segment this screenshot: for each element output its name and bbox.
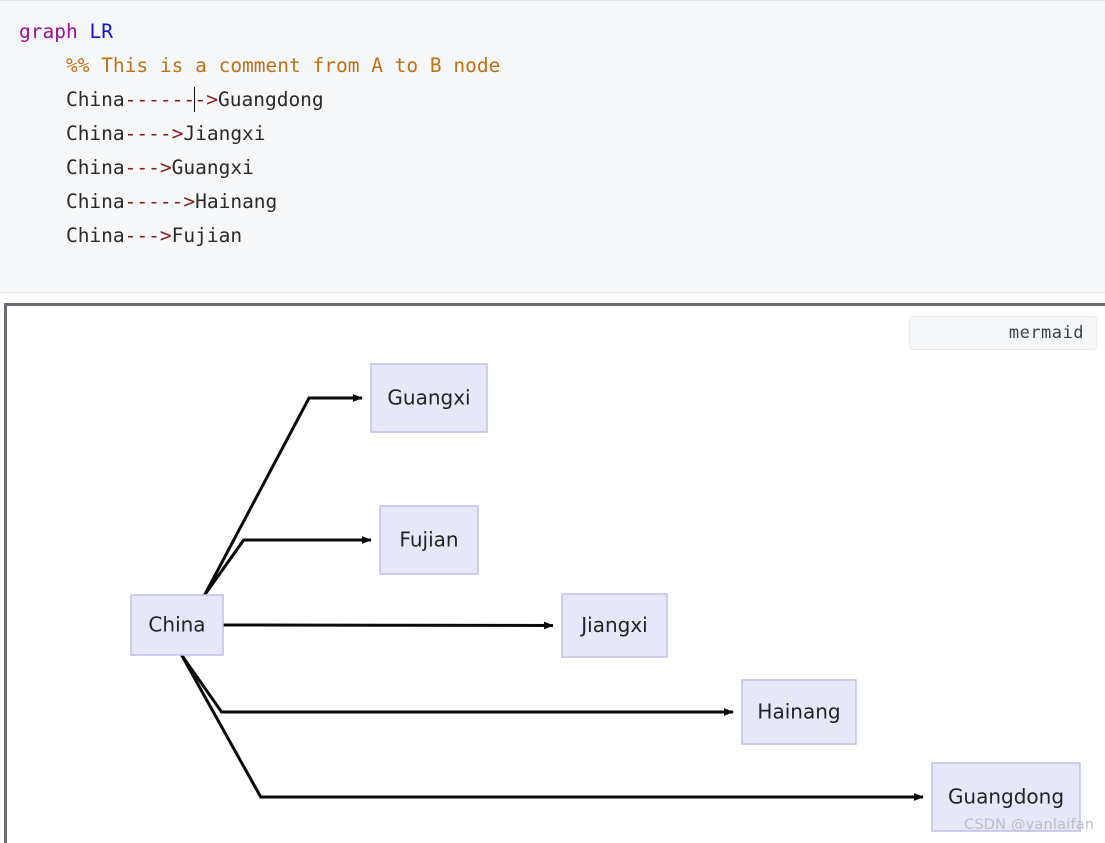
edges-group xyxy=(180,394,924,801)
mermaid-code-editor[interactable]: graph LR %% This is a comment from A to … xyxy=(0,0,1105,293)
code-indent xyxy=(19,185,66,219)
node-box xyxy=(379,505,479,575)
edge-china-to-guangdong xyxy=(180,654,924,801)
mermaid-badge: mermaid xyxy=(909,316,1097,350)
nodes-group: China GuangxiFujianJiangxiHainangGuangdon… xyxy=(130,363,1081,832)
node-label: China xyxy=(148,613,205,637)
node-guangdong[interactable]: Guangdong xyxy=(931,762,1081,832)
code-token-identifier: Jiangxi xyxy=(183,122,266,145)
code-token-arrow: ---> xyxy=(124,224,172,247)
node-fujian[interactable]: Fujian xyxy=(379,505,479,575)
code-token-direction: LR xyxy=(89,20,113,43)
node-label: Guangdong xyxy=(948,785,1064,809)
code-token-identifier: China xyxy=(65,224,125,247)
line-fujian[interactable]: China--->Fujian xyxy=(19,219,500,253)
node-box xyxy=(130,594,224,656)
code-token-identifier: China xyxy=(65,122,125,145)
line-graph-lr[interactable]: graph LR xyxy=(19,15,500,49)
line-guangdong[interactable]: China------->Guangdong xyxy=(19,83,500,117)
node-label: Hainang xyxy=(757,700,840,724)
code-token-comment: %% This is a comment from A to B node xyxy=(65,54,501,77)
code-token-arrow: -> xyxy=(194,88,218,111)
code-token-arrow: ----> xyxy=(124,122,184,145)
code-token-identifier: Guangdong xyxy=(218,88,324,111)
node-jiangxi[interactable]: Jiangxi xyxy=(561,593,668,658)
code-token-identifier: China xyxy=(65,156,125,179)
flowchart-svg: China GuangxiFujianJiangxiHainangGuangdon… xyxy=(130,363,1081,832)
edge-china-to-fujian xyxy=(203,536,372,596)
edge-china-to-guangxi xyxy=(203,394,363,596)
node-label: Fujian xyxy=(399,528,458,552)
line-hainang[interactable]: China----->Hainang xyxy=(19,185,500,219)
node-box xyxy=(741,679,857,745)
node-box xyxy=(561,593,668,658)
node-label: Jiangxi xyxy=(579,613,647,637)
code-token-identifier: Fujian xyxy=(171,224,243,247)
text-caret xyxy=(194,87,196,112)
code-token-arrow: -----> xyxy=(124,190,196,213)
code-indent xyxy=(19,219,66,253)
code-token-arrow: ------ xyxy=(124,88,196,111)
line-guangxi[interactable]: China--->Guangxi xyxy=(19,151,500,185)
node-china[interactable]: China xyxy=(130,594,224,656)
line-comment[interactable]: %% This is a comment from A to B node xyxy=(19,49,500,83)
code-token-identifier: Hainang xyxy=(195,190,278,213)
node-label: Guangxi xyxy=(387,386,470,410)
edge-china-to-jiangxi xyxy=(222,621,554,630)
code-indent xyxy=(19,117,66,151)
node-box xyxy=(370,363,488,433)
code-token-arrow: ---> xyxy=(124,156,172,179)
code-token-identifier: China xyxy=(65,190,125,213)
code-indent xyxy=(19,151,66,185)
code-token-keyword: graph xyxy=(19,20,78,43)
edge-china-to-hainang xyxy=(180,654,734,716)
node-box xyxy=(931,762,1081,832)
node-guangxi[interactable]: Guangxi xyxy=(370,363,488,433)
code-indent xyxy=(19,49,66,83)
mermaid-badge-label: mermaid xyxy=(1008,323,1084,343)
code-token-identifier: China xyxy=(65,88,125,111)
code-indent xyxy=(19,83,66,117)
node-hainang[interactable]: Hainang xyxy=(741,679,857,745)
code-token-plain xyxy=(78,20,90,43)
code-token-identifier: Guangxi xyxy=(171,156,254,179)
code-lines-container[interactable]: graph LR %% This is a comment from A to … xyxy=(19,15,500,253)
line-jiangxi[interactable]: China---->Jiangxi xyxy=(19,117,500,151)
